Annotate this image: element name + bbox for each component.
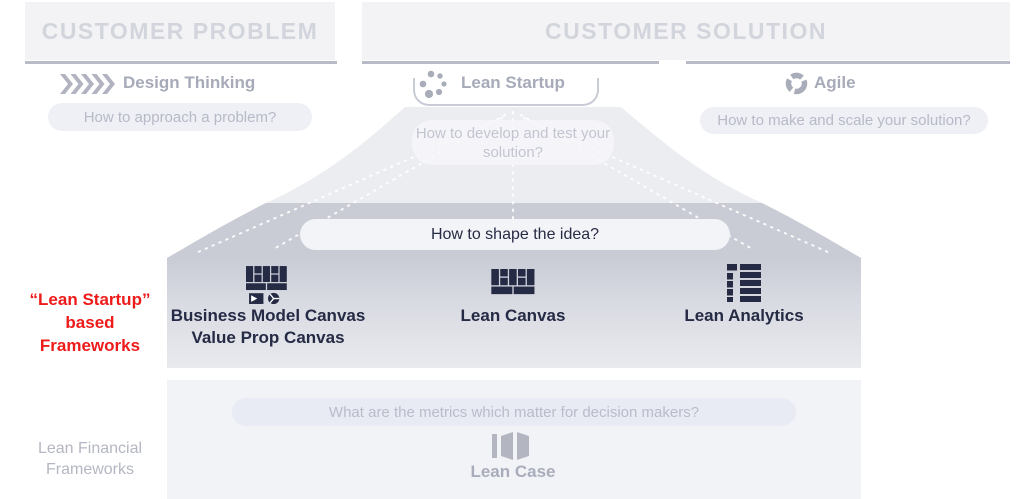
- customer-problem-underline: [25, 61, 337, 64]
- lean-case-label: Lean Case: [470, 462, 556, 481]
- business-model-canvas-icon: [246, 266, 287, 304]
- shape-idea-question-pill: How to shape the idea?: [300, 219, 730, 250]
- lean-canvas-icon: [491, 269, 535, 295]
- design-thinking-question-pill: How to approach a problem?: [48, 103, 312, 131]
- lean-analytics-icon: [727, 264, 761, 302]
- customer-solution-underline-left: [362, 61, 659, 64]
- customer-problem-header: CUSTOMER PROBLEM: [25, 2, 335, 60]
- customer-solution-underline-right: [686, 61, 1010, 64]
- agile-label: Agile: [814, 73, 856, 92]
- lean-startup-question-pill: How to develop and test your solution?: [412, 120, 614, 165]
- lean-startup-label: Lean Startup: [461, 73, 565, 92]
- customer-solution-header: CUSTOMER SOLUTION: [362, 2, 1010, 60]
- lean-financial-frameworks-side-label: Lean Financial Frameworks: [37, 440, 143, 478]
- agile-question-pill: How to make and scale your solution?: [700, 107, 988, 134]
- lean-analytics-label: Lean Analytics: [684, 306, 804, 325]
- dots-circle-icon: [419, 70, 447, 99]
- lean-startup-frameworks-side-label: “Lean Startup” based Frameworks: [29, 290, 151, 355]
- design-thinking-label: Design Thinking: [123, 73, 256, 92]
- business-model-canvas-label: Business Model Canvas Value Prop Canvas: [170, 306, 366, 347]
- lean-canvas-label: Lean Canvas: [460, 306, 566, 325]
- lean-case-icon: [492, 432, 529, 460]
- cycle-ring-icon: [785, 72, 808, 95]
- metrics-question-pill: What are the metrics which matter for de…: [232, 398, 796, 426]
- chevrons-icon: [60, 74, 115, 94]
- lean-startup-arc: [413, 78, 599, 106]
